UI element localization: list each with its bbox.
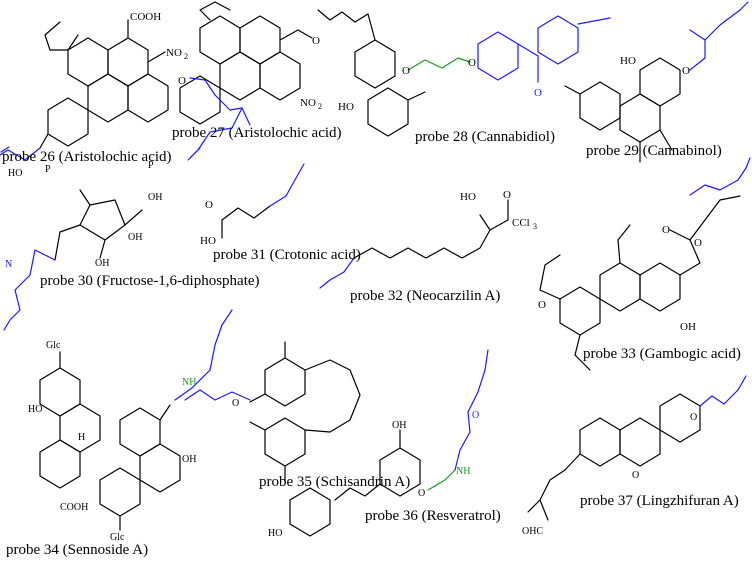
p33-o-text: O bbox=[662, 224, 670, 236]
p28-o-text: O bbox=[402, 65, 410, 77]
p28-ho-text: HO bbox=[338, 101, 354, 113]
probe-30-structure bbox=[54, 189, 143, 261]
p32-ccl3-text: CCl bbox=[512, 217, 530, 229]
p30-n-text: N bbox=[5, 259, 12, 270]
label-probe-26: probe 26 (Aristolochic acid) bbox=[2, 149, 172, 165]
p37-ohc-text: OHC bbox=[522, 526, 543, 537]
probe-29-diazirine bbox=[689, 1, 749, 71]
p34-ho-text: HO bbox=[28, 404, 42, 415]
probe-28-benzophenone bbox=[477, 15, 611, 83]
p34-h-text: H bbox=[78, 432, 85, 443]
probe-28-structure bbox=[317, 9, 426, 137]
p32-ccl3-sub: 3 bbox=[533, 222, 537, 231]
probe-26-alkyne bbox=[0, 146, 41, 161]
p27-no2-text: NO bbox=[300, 97, 316, 109]
probe-35-structure bbox=[249, 341, 361, 483]
p36-ho-text: HO bbox=[268, 528, 282, 539]
probe-27-diazirine bbox=[187, 77, 251, 161]
label-probe-37: probe 37 (Lingzhifuran A) bbox=[580, 493, 739, 509]
probe-33-alkyne bbox=[689, 157, 751, 196]
label-probe-28: probe 28 (Cannabidiol) bbox=[415, 129, 555, 145]
p33-o3-text: O bbox=[538, 299, 546, 311]
probe-34-structure bbox=[39, 351, 181, 531]
p28-o3-text: O bbox=[534, 87, 542, 99]
p36-o-text: O bbox=[418, 488, 425, 499]
probe-32-alkyne bbox=[319, 257, 355, 289]
p31-ho-text: HO bbox=[200, 235, 216, 247]
p34-nh-text: NH bbox=[182, 377, 196, 388]
probe-36-diazirine bbox=[454, 349, 489, 471]
probe-37-structure bbox=[527, 393, 701, 521]
p26-no2-sub: 2 bbox=[184, 52, 188, 61]
p34-oh-text: OH bbox=[182, 454, 196, 465]
p27-no2-sub: 2 bbox=[318, 102, 322, 111]
probe-27-structure bbox=[179, 1, 313, 125]
label-probe-32: probe 32 (Neocarzilin A) bbox=[350, 288, 501, 304]
p33-o2-text: O bbox=[694, 237, 702, 249]
p33-oh-text: OH bbox=[680, 321, 696, 333]
p34-glc2-text: Glc bbox=[110, 532, 125, 543]
p26-no2-text: NO bbox=[166, 47, 182, 59]
probe-35-diazirine bbox=[184, 389, 251, 401]
p32-ho-text: HO bbox=[460, 191, 476, 203]
p31-o-text: O bbox=[205, 199, 213, 211]
p37-o-text: O bbox=[632, 470, 639, 481]
p37-o2-text: O bbox=[690, 412, 697, 423]
probe-26-structure bbox=[39, 19, 169, 149]
probe-29-structure bbox=[564, 57, 681, 163]
label-probe-33: probe 33 (Gambogic acid) bbox=[583, 346, 741, 362]
probe-31-alkyne bbox=[269, 163, 305, 207]
p26-cooh-text: COOH bbox=[130, 11, 161, 23]
p35-o-text: O bbox=[232, 398, 239, 409]
p30-oh3-text: OH bbox=[95, 258, 109, 269]
probe-36-linker bbox=[427, 469, 456, 491]
p34-cooh-text: COOH bbox=[60, 502, 88, 513]
probe-28-linker bbox=[407, 57, 471, 71]
p29-oh-text: HO bbox=[620, 55, 636, 67]
probe-30-diazirine bbox=[3, 249, 56, 331]
probe-36-structure bbox=[289, 429, 421, 537]
label-probe-34: probe 34 (Sennoside A) bbox=[6, 542, 149, 558]
p30-p2-text: P bbox=[148, 160, 154, 171]
p36-oh-text: OH bbox=[392, 420, 406, 431]
probe-32-structure bbox=[353, 199, 509, 259]
p34-glc-text: Glc bbox=[46, 340, 61, 351]
probe-34-diazirine bbox=[174, 309, 233, 401]
p30-oh-text: OH bbox=[148, 192, 162, 203]
probe-33-structure bbox=[539, 195, 741, 371]
label-probe-35: probe 35 (Schisandrin A) bbox=[259, 474, 411, 490]
p30-oh2-text: OH bbox=[128, 232, 142, 243]
p36-nh-text: NH bbox=[456, 466, 470, 477]
label-probe-30: probe 30 (Fructose-1,6-diphosphate) bbox=[40, 273, 260, 289]
p36-o2-text: O bbox=[472, 410, 479, 421]
label-probe-27: probe 27 (Aristolochic acid) bbox=[172, 125, 342, 141]
probe-31-structure bbox=[221, 205, 271, 239]
label-probe-36: probe 36 (Resveratrol) bbox=[365, 508, 501, 524]
p28-o2-text: O bbox=[468, 57, 476, 69]
p27-o-text: O bbox=[178, 75, 186, 87]
p32-o-text: O bbox=[503, 189, 511, 201]
probe-37-alkyne bbox=[699, 375, 747, 407]
label-probe-29: probe 29 (Cannabinol) bbox=[586, 143, 722, 159]
p27-o2-text: O bbox=[312, 35, 320, 47]
p30-ho-text: HO bbox=[8, 168, 22, 179]
p29-o-text: O bbox=[682, 65, 690, 77]
label-probe-31: probe 31 (Crotonic acid) bbox=[213, 247, 361, 263]
p30-p-text: P bbox=[45, 164, 51, 175]
